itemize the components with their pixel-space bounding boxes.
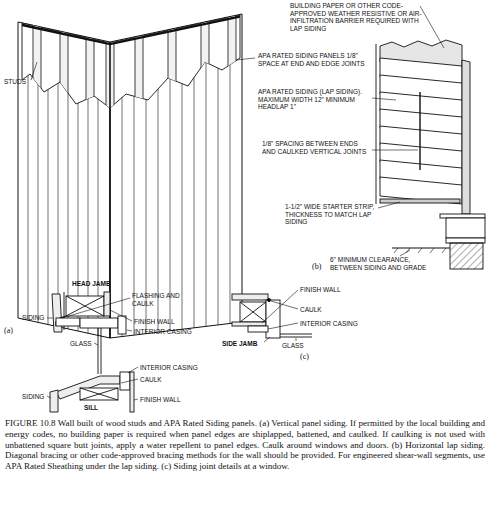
studs	[18, 16, 242, 44]
head-jamb-detail	[66, 296, 104, 316]
subfloor	[440, 214, 485, 218]
leader-lines	[378, 202, 400, 208]
side-jamb-detail	[280, 334, 312, 335]
callout-label: SIDING	[22, 314, 44, 322]
leader-lines	[31, 6, 444, 400]
side-jamb-detail	[232, 322, 266, 326]
lap-siding-wall	[376, 40, 485, 269]
callout-label: HEAD JAMB	[72, 280, 111, 288]
side-jamb-detail	[240, 302, 266, 322]
vertical-panel-wall	[18, 10, 242, 338]
figure-part-letter: (b)	[312, 262, 321, 271]
leader-lines	[236, 58, 255, 60]
side-jamb-detail	[232, 294, 268, 300]
foundation	[450, 243, 483, 269]
rim-joist	[446, 218, 485, 238]
leader-lines	[372, 150, 418, 151]
callout-label: STUDS	[4, 78, 26, 86]
callout-label: GLASS	[282, 342, 304, 350]
leader-lines	[296, 338, 297, 341]
callout-label: BUILDING PAPER OR OTHER CODE-APPROVED WE…	[290, 2, 425, 33]
callout-label: SILL	[84, 404, 98, 412]
leader-lines	[47, 318, 53, 319]
head-jamb-detail	[66, 296, 104, 316]
callout-label: APA RATED SIDING (LAP SIDING). MAXIMUM W…	[258, 88, 370, 111]
figure-part-letter: (c)	[300, 352, 309, 361]
callout-label: FINISH WALL	[134, 318, 175, 326]
sill-plate	[446, 238, 485, 243]
leader-lines	[262, 290, 298, 323]
callout-label: INTERIOR CASING	[300, 320, 358, 328]
studs	[168, 10, 176, 110]
head-jamb-detail	[80, 318, 118, 328]
callout-label: SIDING	[22, 393, 44, 401]
grade-line	[392, 247, 450, 248]
studs	[228, 10, 236, 110]
leader-lines	[400, 250, 410, 256]
callout-label: GLASS	[70, 340, 92, 348]
callout-label: CAULK	[140, 376, 162, 384]
callout-label: 1-1/2" WIDE STARTER STRIP, THICKNESS TO …	[285, 203, 375, 226]
leader-lines	[264, 337, 270, 342]
head-jamb-detail	[118, 316, 126, 334]
lap-siding-wall	[430, 248, 434, 253]
callout-label: SIDE JAMB	[222, 340, 257, 348]
sill-detail	[80, 388, 118, 400]
leader-lines	[127, 330, 132, 331]
sheathing-edge	[376, 44, 377, 204]
panel-grooves	[206, 22, 207, 327]
sill-detail	[50, 390, 58, 412]
leader-lines	[134, 399, 138, 400]
side-jamb-detail	[267, 298, 270, 301]
callout-label: CAULK	[300, 306, 322, 314]
head-jamb-detail	[101, 328, 102, 374]
callout-label: APA RATED SIDING PANELS 1/8" SPACE AT EN…	[258, 52, 370, 67]
studs	[18, 10, 242, 120]
side-jamb-detail	[232, 294, 312, 338]
leader-lines	[110, 310, 132, 321]
callout-label: 1/8" SPACING BETWEEN ENDS AND CAULKED VE…	[262, 140, 370, 155]
lap-siding-wall	[442, 248, 446, 253]
callout-label: FINISH WALL	[140, 396, 181, 404]
sill-detail	[56, 376, 120, 399]
sill-detail	[80, 388, 118, 400]
caulked-joint	[419, 92, 420, 170]
side-jamb-detail	[280, 337, 312, 338]
callout-label: FINISH WALL	[300, 286, 341, 294]
callout-label: FLASHING AND CAULK	[132, 292, 188, 307]
head-jamb-detail	[66, 296, 104, 316]
callout-label: INTERIOR CASING	[140, 364, 198, 372]
lap-boards	[380, 177, 462, 204]
lap-siding-wall	[418, 248, 422, 253]
sill-detail	[130, 372, 134, 412]
figure-caption: FIGURE 10.8 Wall built of wood studs and…	[5, 418, 485, 472]
leader-lines	[94, 343, 98, 345]
side-jamb-detail	[240, 302, 266, 322]
siding-end-profile	[462, 60, 470, 214]
leader-lines	[271, 301, 298, 309]
studs	[135, 10, 143, 110]
lap-siding-wall	[394, 248, 398, 253]
side-jamb-detail	[248, 326, 268, 332]
sill-detail	[80, 388, 118, 400]
leader-lines	[372, 98, 396, 100]
callout-label: 6" MINIMUM CLEARANCE, BETWEEN SIDING AND…	[330, 256, 442, 271]
head-jamb-detail	[98, 328, 99, 374]
head-jamb-detail	[56, 318, 80, 326]
leader-lines	[31, 62, 37, 80]
sill-detail	[50, 372, 134, 412]
leader-lines	[128, 367, 138, 373]
side-jamb-detail	[240, 302, 266, 322]
head-jamb-detail	[52, 292, 126, 374]
leader-lines	[420, 6, 444, 48]
studs	[86, 20, 94, 120]
starter-strip	[380, 199, 460, 203]
leader-lines	[121, 379, 138, 383]
figure-part-letter: (a)	[4, 326, 13, 335]
leader-lines	[268, 323, 298, 329]
lap-boards	[380, 58, 462, 204]
callout-label: INTERIOR CASING	[134, 328, 192, 336]
leader-lines	[47, 396, 51, 398]
